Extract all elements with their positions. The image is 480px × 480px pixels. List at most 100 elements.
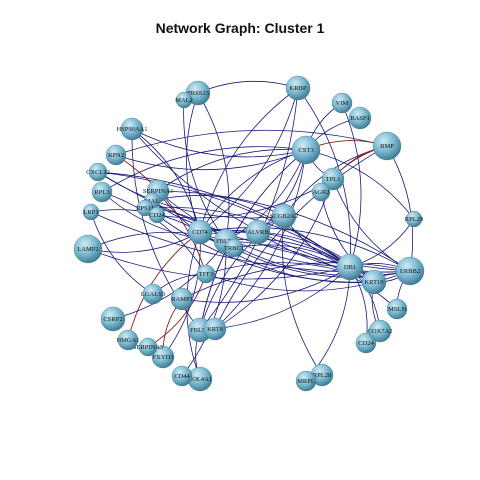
node-basp1[interactable]: BASP1 bbox=[348, 106, 372, 130]
node-circle[interactable] bbox=[336, 253, 364, 281]
node-cd24a[interactable]: CD24 bbox=[148, 206, 166, 224]
node-circle[interactable] bbox=[291, 135, 321, 165]
node-label: COL4A1 bbox=[188, 376, 212, 383]
node-label: LGALS3 bbox=[141, 291, 165, 298]
node-krt8[interactable]: KRT8 bbox=[203, 317, 227, 341]
node-agr2[interactable]: AGR2 bbox=[311, 182, 331, 202]
node-circle[interactable] bbox=[120, 117, 144, 141]
node-circle[interactable] bbox=[311, 182, 331, 202]
node-label: RAMP1 bbox=[171, 296, 193, 303]
node-mal2[interactable]: MAL2 bbox=[175, 91, 193, 109]
node-csrp2[interactable]: CSRP2 bbox=[100, 306, 126, 332]
edge-ramp1-db1 bbox=[181, 266, 351, 303]
node-mrpl[interactable]: MRPL bbox=[295, 370, 317, 392]
node-circle[interactable] bbox=[105, 144, 127, 166]
node-ramp1[interactable]: RAMP1 bbox=[170, 287, 194, 311]
edge-fbln1-db1 bbox=[225, 238, 351, 268]
node-db1[interactable]: DB1 bbox=[336, 253, 364, 281]
node-label: KRBP bbox=[290, 85, 307, 92]
node-trbc[interactable]: TRBC1 bbox=[224, 238, 244, 258]
node-label: FXYD3 bbox=[153, 354, 174, 361]
node-circle[interactable] bbox=[196, 264, 216, 284]
node-krt19[interactable]: KRT19 bbox=[361, 269, 387, 295]
node-circle[interactable] bbox=[142, 283, 164, 305]
node-circle[interactable] bbox=[82, 203, 100, 221]
node-tff3[interactable]: TFF3 bbox=[196, 264, 216, 284]
graph-title: Network Graph: Cluster 1 bbox=[155, 20, 325, 36]
edge-prss23-fbln1 bbox=[197, 92, 230, 242]
node-circle[interactable] bbox=[372, 131, 402, 161]
node-label: CD44 bbox=[174, 373, 190, 380]
node-circle[interactable] bbox=[88, 162, 108, 182]
node-erbb2[interactable]: ERBB2 bbox=[395, 256, 425, 286]
edge-cd44-fbln1 bbox=[181, 240, 227, 377]
node-circle[interactable] bbox=[117, 329, 139, 351]
node-rpl3[interactable]: RPL3 bbox=[91, 181, 113, 203]
node-circle[interactable] bbox=[395, 256, 425, 286]
node-hsp90aa1[interactable]: HSP90AA1 bbox=[116, 117, 148, 141]
node-fxyd3[interactable]: FXYD3 bbox=[151, 345, 175, 369]
edge-mrpl-db1 bbox=[305, 266, 351, 382]
node-circle[interactable] bbox=[245, 219, 271, 245]
node-cd74[interactable]: CD74 bbox=[187, 219, 213, 245]
edge-rpl3-fbln1 bbox=[101, 191, 227, 242]
node-cxcl12[interactable]: CXCL12 bbox=[86, 162, 110, 182]
node-circle[interactable] bbox=[151, 345, 175, 369]
node-lamp2[interactable]: LAMP2 bbox=[73, 234, 103, 264]
node-circle[interactable] bbox=[285, 75, 311, 101]
node-circle[interactable] bbox=[368, 319, 392, 343]
node-alvrb[interactable]: ALVRB bbox=[245, 219, 271, 245]
node-tpl[interactable]: TPL1 bbox=[321, 167, 345, 191]
node-circle[interactable] bbox=[271, 203, 297, 229]
node-circle[interactable] bbox=[171, 365, 193, 387]
node-circle[interactable] bbox=[175, 91, 193, 109]
edge-hsp90aa1-db1 bbox=[131, 128, 351, 268]
node-rpn2[interactable]: RPN2 bbox=[105, 144, 127, 166]
node-cox7a2[interactable]: COX7A2 bbox=[368, 319, 393, 343]
edge-lamp2-db1 bbox=[87, 248, 351, 280]
node-label: CSRP2 bbox=[103, 316, 122, 323]
edge-kbp-cd74 bbox=[199, 87, 299, 233]
node-circle[interactable] bbox=[73, 234, 103, 264]
node-circle[interactable] bbox=[355, 332, 377, 354]
edge-alvrb-erbb2 bbox=[257, 231, 411, 273]
edge-prss23-kbp bbox=[197, 80, 299, 94]
node-scgb2a2[interactable]: SCGB2A2 bbox=[270, 203, 298, 229]
node-circle[interactable] bbox=[386, 298, 408, 320]
node-label: SCGB2A2 bbox=[270, 213, 298, 220]
node-msln[interactable]: MSLN bbox=[386, 298, 408, 320]
node-circle[interactable] bbox=[321, 167, 345, 191]
node-circle[interactable] bbox=[187, 219, 213, 245]
node-circle[interactable] bbox=[361, 269, 387, 295]
node-kbp[interactable]: KRBP bbox=[285, 75, 311, 101]
node-hmga1[interactable]: HMGA1 bbox=[116, 329, 140, 351]
edge-cd74-erbb2 bbox=[199, 227, 411, 272]
node-circle[interactable] bbox=[148, 206, 166, 224]
node-circle[interactable] bbox=[331, 92, 353, 114]
edge-rpl29-cst3 bbox=[305, 149, 415, 220]
node-cst3[interactable]: CST3 bbox=[291, 135, 321, 165]
node-cd24[interactable]: CD24 bbox=[355, 332, 377, 354]
node-circle[interactable] bbox=[138, 337, 158, 357]
node-circle[interactable] bbox=[348, 106, 372, 130]
node-circle[interactable] bbox=[203, 317, 227, 341]
node-circle[interactable] bbox=[100, 306, 126, 332]
node-cd44[interactable]: CD44 bbox=[171, 365, 193, 387]
node-lgals3[interactable]: LGALS3 bbox=[141, 283, 165, 305]
node-rpl29[interactable]: RPL29 bbox=[405, 210, 423, 228]
node-label: RPL28 bbox=[313, 372, 331, 379]
node-circle[interactable] bbox=[405, 210, 423, 228]
node-vim[interactable]: VIM bbox=[331, 92, 353, 114]
node-serpina3[interactable]: SERPINA3 bbox=[133, 337, 163, 357]
edge-cd74-kbp bbox=[199, 87, 299, 233]
node-circle[interactable] bbox=[91, 181, 113, 203]
edge-cd74-cst3 bbox=[199, 149, 307, 233]
node-circle[interactable] bbox=[170, 287, 194, 311]
node-circle[interactable] bbox=[295, 370, 317, 392]
node-label: CXCL12 bbox=[86, 169, 110, 176]
node-bmp[interactable]: BMP bbox=[372, 131, 402, 161]
node-label: LAMP2 bbox=[77, 246, 98, 253]
node-lrp1[interactable]: LRP1 bbox=[82, 203, 100, 221]
node-circle[interactable] bbox=[224, 238, 244, 258]
